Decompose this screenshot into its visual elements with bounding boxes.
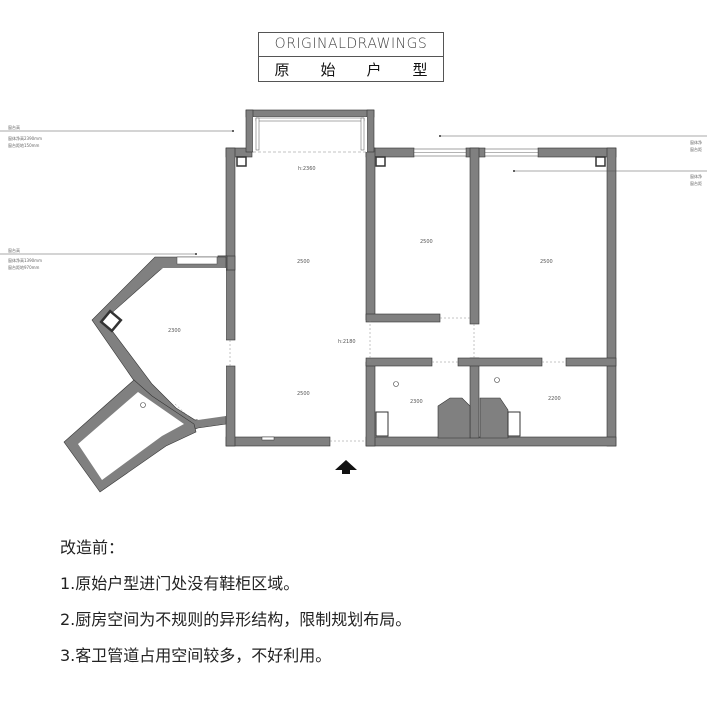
annotation: 窗台距地970mm: [8, 264, 40, 270]
wall: [245, 109, 254, 153]
bath-fixture: [437, 397, 471, 439]
room-dimension: 2500: [297, 391, 310, 397]
drain-icon: [393, 381, 399, 387]
ceiling-height: h:2180: [338, 339, 356, 345]
door-opening: [174, 403, 191, 419]
window: [176, 256, 218, 265]
pillar: [595, 156, 606, 167]
bath-fixture: [479, 397, 509, 439]
drain-icon: [494, 377, 500, 383]
annotation: 窗台高: [8, 124, 20, 130]
balcony-rail: [360, 117, 365, 151]
title-char: 原: [274, 61, 290, 79]
toilet-icon: [375, 411, 389, 437]
floor-plan: 2300 2500 2500 2500 2500 2300 2200 2200 …: [0, 109, 707, 493]
room-dimension: 2300: [168, 328, 181, 334]
leader-dot: [232, 130, 234, 132]
radiator: [261, 436, 275, 441]
title-char: 型: [412, 61, 428, 79]
drain-icon: [140, 402, 146, 408]
wall: [365, 436, 617, 447]
pillar: [99, 309, 123, 333]
wall: [365, 357, 433, 367]
title-divider: [259, 56, 443, 57]
title-char: 户: [366, 61, 382, 79]
annotation: 窗台距: [690, 146, 702, 152]
balcony-rail: [255, 117, 365, 122]
notes: 改造前： 1.原始户型进门处没有鞋柜区域。 2.厨房空间为不规则的异形结构，限制…: [60, 538, 411, 682]
wall: [469, 147, 480, 325]
room-dimension: 2200: [548, 396, 561, 402]
note-item: 1.原始户型进门处没有鞋柜区域。: [60, 574, 300, 593]
annotation: 窗体净高2390mm: [8, 135, 42, 141]
wall: [565, 357, 617, 367]
leader-dot: [513, 170, 515, 172]
annotation: 窗体净高1390mm: [8, 257, 42, 263]
annotation: 窗体净: [690, 173, 702, 179]
pillar: [236, 156, 247, 167]
title-chinese: 原 始 户 型: [259, 59, 443, 80]
wall: [225, 436, 331, 447]
room-dimension: 2500: [297, 259, 310, 265]
balcony-floor: [253, 117, 367, 152]
pillar: [375, 156, 386, 167]
wall: [606, 147, 617, 447]
wall: [469, 357, 480, 439]
kitchen-floor: [104, 268, 226, 420]
annotation: 窗台距: [690, 180, 702, 186]
room-dimension: 2300: [410, 399, 423, 405]
annotation: 窗台距地150mm: [8, 142, 40, 148]
wall: [225, 365, 236, 447]
title-box: ORIGINALDRAWINGS 原 始 户 型: [258, 32, 444, 82]
wall: [245, 109, 375, 118]
balcony-rail: [255, 117, 260, 151]
leader-dot: [439, 135, 441, 137]
ceiling-height: h:2360: [298, 166, 316, 172]
note-item: 2.厨房空间为不规则的异形结构，限制规划布局。: [60, 610, 412, 629]
wall: [457, 357, 543, 367]
notes-heading: 改造前：: [60, 538, 125, 557]
room-dimension: 2500: [420, 239, 433, 245]
wall: [366, 109, 375, 153]
toilet-icon: [507, 411, 521, 437]
annotation: 窗台高: [8, 247, 20, 253]
room-dimension: 2500: [540, 259, 553, 265]
leader-dot: [195, 253, 197, 255]
service-balcony-floor: [78, 392, 184, 480]
title-char: 始: [320, 61, 336, 79]
wall: [365, 361, 376, 447]
note-item: 3.客卫管道占用空间较多，不好利用。: [60, 646, 332, 665]
wall: [365, 147, 376, 321]
wall: [365, 313, 441, 323]
title-english: ORIGINALDRAWINGS: [274, 36, 428, 52]
annotation: 窗体净: [690, 139, 702, 145]
wall: [537, 147, 617, 158]
wall: [225, 147, 236, 341]
entrance-arrow-icon: [335, 460, 357, 474]
